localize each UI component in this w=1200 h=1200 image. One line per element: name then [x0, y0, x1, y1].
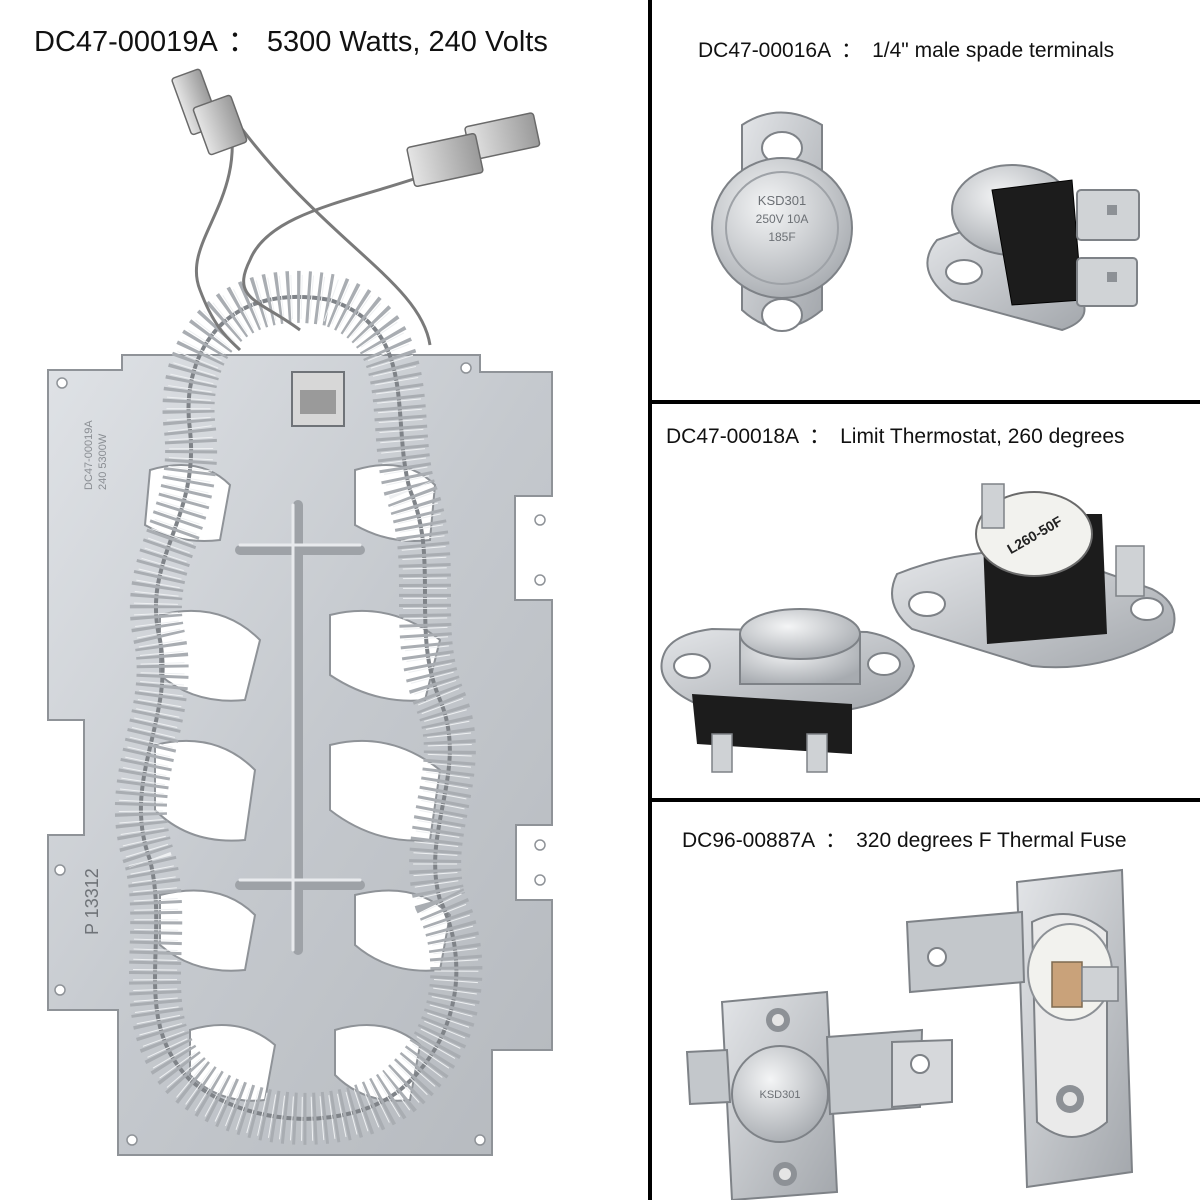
heater-separator: ： [227, 26, 257, 58]
heating-element-photo: P 13312 DC47-00019A 240 5300W [47, 68, 553, 1156]
horizontal-divider-2 [652, 798, 1200, 802]
ksd-label-line-2: 250V 10A [756, 212, 809, 226]
thermal-fuse-back [905, 868, 1134, 1189]
ksd-description: 1/4" male spade terminals [872, 39, 1115, 62]
ksd-label-line-3: 185F [768, 230, 795, 244]
heater-caption: DC47-00019A ： 5300 Watts, 240 Volts [34, 18, 548, 60]
limit-description: Limit Thermostat, 260 degrees [840, 425, 1125, 448]
limit-thermostat-photo: L260-50F [660, 483, 1176, 773]
thermal-fuse-panel: KSD301 DC96-00887A ： 320 degrees F Thermal… [652, 802, 1200, 1200]
horizontal-divider-1 [652, 400, 1200, 404]
fuse-part-number: DC96-00887A [682, 829, 816, 852]
ksd-part-number: DC47-00016A [698, 39, 832, 62]
limit-thermostat-back: L260-50F [891, 483, 1176, 669]
spade-terminal-left [171, 68, 248, 156]
plate-holes [54, 362, 546, 1146]
spade-terminal-right [406, 112, 541, 188]
ksd301-front-view: KSD301 250V 10A 185F [711, 111, 853, 332]
ksd-separator: ： [841, 39, 863, 62]
thermal-fuse-photo: KSD301 [685, 868, 1134, 1200]
plate-stamp: P 13312 [82, 868, 102, 935]
heater-part-number: DC47-00019A [34, 26, 218, 58]
limit-thermostat-panel: L260-50F DC47-00018A ： Limit Thermostat, 2… [652, 404, 1200, 798]
lead-wire-right [242, 168, 441, 332]
heater-description: 5300 Watts, 240 Volts [266, 26, 548, 58]
limit-caption: DC47-00018A ： Limit Thermostat, 260 degree… [666, 420, 1125, 450]
fuse-separator: ： [825, 829, 847, 852]
thermal-fuse-front: KSD301 [685, 990, 953, 1200]
ksd301-thermostat-photo: KSD301 250V 10A 185F [711, 111, 1140, 332]
ksd301-side-view [926, 164, 1140, 332]
heating-element-panel: P 13312 DC47-00019A 240 5300W DC47-00019… [34, 18, 553, 1156]
limit-part-number: DC47-00018A [666, 425, 800, 448]
fuse-caption: DC96-00887A ： 320 degrees F Thermal Fuse [682, 824, 1127, 854]
plate-marking-2: 240 5300W [97, 433, 109, 490]
lead-wire-left [194, 109, 242, 352]
ksd-thermostat-panel: KSD301 250V 10A 185F DC47-00016A ： 1/4" ma… [652, 0, 1200, 400]
fuse-description: 320 degrees F Thermal Fuse [856, 829, 1127, 852]
fuse-label: KSD301 [760, 1089, 801, 1101]
plate-rib [235, 500, 365, 955]
ksd-label-line-1: KSD301 [758, 193, 806, 208]
limit-thermostat-front [660, 608, 916, 773]
plate-marking-1: DC47-00019A [83, 420, 95, 490]
ksd-caption: DC47-00016A ： 1/4" male spade terminals [698, 34, 1114, 64]
vertical-divider [648, 0, 652, 1200]
limit-separator: ： [809, 425, 831, 448]
